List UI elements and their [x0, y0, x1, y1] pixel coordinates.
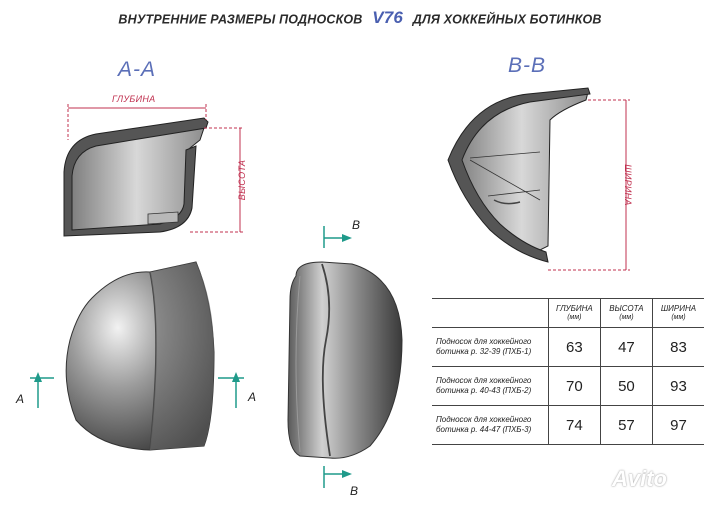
section-aa-label: А-А [118, 58, 157, 81]
table-header-row: ГЛУБИНА (мм) ВЫСОТА (мм) ШИРИНА (мм) [432, 298, 704, 328]
row-depth: 70 [547, 366, 601, 406]
title-right: ДЛЯ ХОККЕЙНЫХ БОТИНКОВ [412, 12, 602, 27]
col-header-width: ШИРИНА (мм) [651, 298, 704, 328]
row-depth: 63 [547, 327, 601, 367]
toe-cap-side-view [65, 261, 215, 451]
row-width: 93 [651, 366, 704, 406]
row-width: 83 [651, 327, 704, 367]
page-title: ВНУТРЕННИЕ РАЗМЕРЫ ПОДНОСКОВ V76 ДЛЯ ХОК… [0, 8, 720, 30]
depth-dimension-label: ГЛУБИНА [112, 94, 156, 104]
section-bb-label: В-В [508, 54, 547, 77]
toe-cap-front-view [287, 261, 403, 459]
width-dimension-label: ШИРИНА [623, 164, 633, 206]
cut-marker-b-top: В [352, 218, 361, 232]
cut-marker-a-left: А [16, 392, 25, 406]
title-left: ВНУТРЕННИЕ РАЗМЕРЫ ПОДНОСКОВ [118, 12, 363, 27]
row-height: 50 [599, 366, 653, 406]
section-bb-drawing [447, 87, 630, 271]
section-a-markers [30, 372, 244, 408]
row-name: Подносок для хоккейного ботинка р. 44-47… [432, 405, 549, 445]
row-height: 57 [599, 405, 653, 445]
col-header-depth: ГЛУБИНА (мм) [547, 298, 601, 328]
section-aa-drawing [63, 104, 244, 237]
row-name: Подносок для хоккейного ботинка р. 32-39… [432, 327, 549, 367]
brand-logo: V76 [372, 8, 404, 27]
table-row: Подносок для хоккейного ботинка р. 40-43… [432, 366, 704, 406]
table-row: Подносок для хоккейного ботинка р. 44-47… [432, 405, 704, 445]
cut-marker-a-right: А [248, 390, 257, 404]
size-table: ГЛУБИНА (мм) ВЫСОТА (мм) ШИРИНА (мм) Под… [432, 298, 704, 445]
height-dimension-label: ВЫСОТА [237, 159, 247, 201]
section-b-markers [323, 226, 352, 488]
table-row: Подносок для хоккейного ботинка р. 32-39… [432, 327, 704, 367]
cut-marker-b-bottom: В [350, 484, 359, 498]
row-width: 97 [651, 405, 704, 445]
avito-watermark: Avito [612, 466, 667, 491]
row-name: Подносок для хоккейного ботинка р. 40-43… [432, 366, 549, 406]
row-depth: 74 [547, 405, 601, 445]
row-height: 47 [599, 327, 653, 367]
col-header-height: ВЫСОТА (мм) [599, 298, 653, 328]
